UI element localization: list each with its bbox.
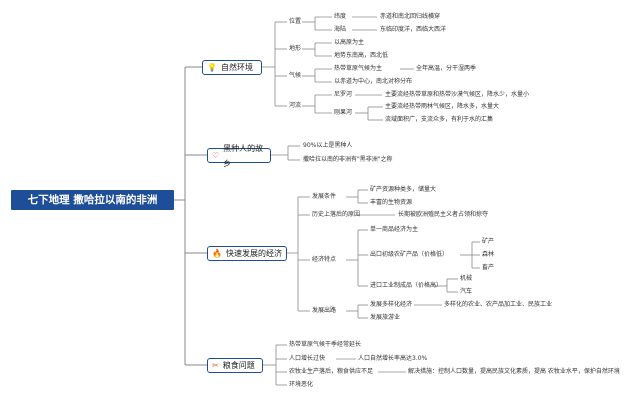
topic-economy[interactable]: 🔥 快速发展的经济 xyxy=(207,246,287,261)
climate-savanna-detail[interactable]: 全年高温，分干湿两季 xyxy=(416,65,477,72)
conditions-item[interactable]: 丰富的生物资源 xyxy=(370,199,413,206)
topic-hometown[interactable]: ♡ 黑种人的故乡 xyxy=(207,144,271,168)
river-congo-label[interactable]: 刚果河 xyxy=(334,109,353,116)
branch-climate[interactable]: 气候 xyxy=(289,72,302,79)
topic-label: 快速发展的经济 xyxy=(225,249,282,258)
topic-label: 自然环境 xyxy=(220,63,253,72)
history-text[interactable]: 长期被欧洲殖民主义者占领和掠夺 xyxy=(398,211,489,218)
food-item-detail[interactable]: 解决措施：控制人口数量，提高民族文化素质，提高 农牧业水平，保护自然环境 xyxy=(408,368,620,375)
outlet-diversify-detail[interactable]: 多样化的农业、农产品加工业、民族工业 xyxy=(444,301,553,308)
lightbulb-icon: 💡 xyxy=(207,62,217,72)
outlet-diversify[interactable]: 发展多样化经济 xyxy=(370,301,413,308)
branch-location[interactable]: 位置 xyxy=(289,18,302,25)
branch-history[interactable]: 历史上落后的原因 xyxy=(312,211,361,218)
import-item[interactable]: 机械 xyxy=(460,275,473,282)
river-niger-label[interactable]: 尼罗河 xyxy=(334,91,353,98)
food-item[interactable]: 环境恶化 xyxy=(289,381,314,388)
hometown-item[interactable]: 90%以上是黑种人 xyxy=(303,142,353,149)
export-item[interactable]: 森林 xyxy=(482,251,495,258)
river-congo-text[interactable]: 主要流经热带雨林气候区，降水多，水量大 xyxy=(385,103,500,110)
utensils-icon: ✂ xyxy=(212,360,219,370)
export-item[interactable]: 畜产 xyxy=(482,264,495,271)
branch-features[interactable]: 经济特点 xyxy=(312,256,337,263)
topic-food[interactable]: ✂ 粮食问题 xyxy=(207,358,263,373)
food-item[interactable]: 热带草原气候干季经常延长 xyxy=(289,341,362,348)
branch-rivers[interactable]: 河流 xyxy=(289,102,302,109)
climate-savanna[interactable]: 热带草原气候为主 xyxy=(334,65,383,72)
import-item[interactable]: 汽车 xyxy=(460,288,473,295)
topic-natural-environment[interactable]: 💡 自然环境 xyxy=(202,60,262,75)
topic-label: 粮食问题 xyxy=(222,361,255,370)
root-node[interactable]: 七下地理 撒哈拉以南的非洲 xyxy=(11,190,174,210)
branch-terrain[interactable]: 地形 xyxy=(289,45,302,52)
features-export[interactable]: 出口初级农矿产品（价格低） xyxy=(370,251,449,258)
sea-land-text[interactable]: 东临印度洋，西临大西洋 xyxy=(380,26,447,33)
climate-distribution[interactable]: 以赤道为中心，南北对称分布 xyxy=(334,78,413,85)
features-single[interactable]: 单一商品经济为主 xyxy=(370,226,419,233)
branch-conditions[interactable]: 发展条件 xyxy=(312,193,337,200)
features-import[interactable]: 进口工业制成品（价格高） xyxy=(370,282,443,289)
flame-icon: 🔥 xyxy=(212,248,222,258)
conditions-item[interactable]: 矿产资源种类多，储量大 xyxy=(370,186,437,193)
river-niger-text[interactable]: 主要流经热带草原和热带沙漠气候区，降水少，水量小 xyxy=(385,91,530,98)
terrain-item[interactable]: 地势东南高，西北低 xyxy=(334,52,389,59)
export-item[interactable]: 矿产 xyxy=(482,238,495,245)
sea-land-label[interactable]: 海陆 xyxy=(334,26,347,33)
hometown-item[interactable]: 撒哈拉以南的非洲有"黑非洲"之称 xyxy=(303,156,393,163)
river-congo-text[interactable]: 流域面积广，支流众多，有利于水的汇集 xyxy=(385,116,494,123)
latitude-text[interactable]: 赤道和南北回归线横穿 xyxy=(380,13,441,20)
food-item-detail[interactable]: 人口自然增长率高达3.0% xyxy=(358,355,428,362)
branch-outlet[interactable]: 发展出路 xyxy=(312,307,337,314)
latitude-label[interactable]: 纬度 xyxy=(334,13,347,20)
heart-icon: ♡ xyxy=(212,150,220,160)
food-item[interactable]: 农牧业生产落后，粮食供应不足 xyxy=(289,368,374,375)
terrain-item[interactable]: 以高原为主 xyxy=(334,39,365,46)
outlet-tourism[interactable]: 发展旅游业 xyxy=(370,314,401,321)
topic-label: 黑种人的故乡 xyxy=(223,143,264,168)
food-item[interactable]: 人口增长过快 xyxy=(289,355,326,362)
